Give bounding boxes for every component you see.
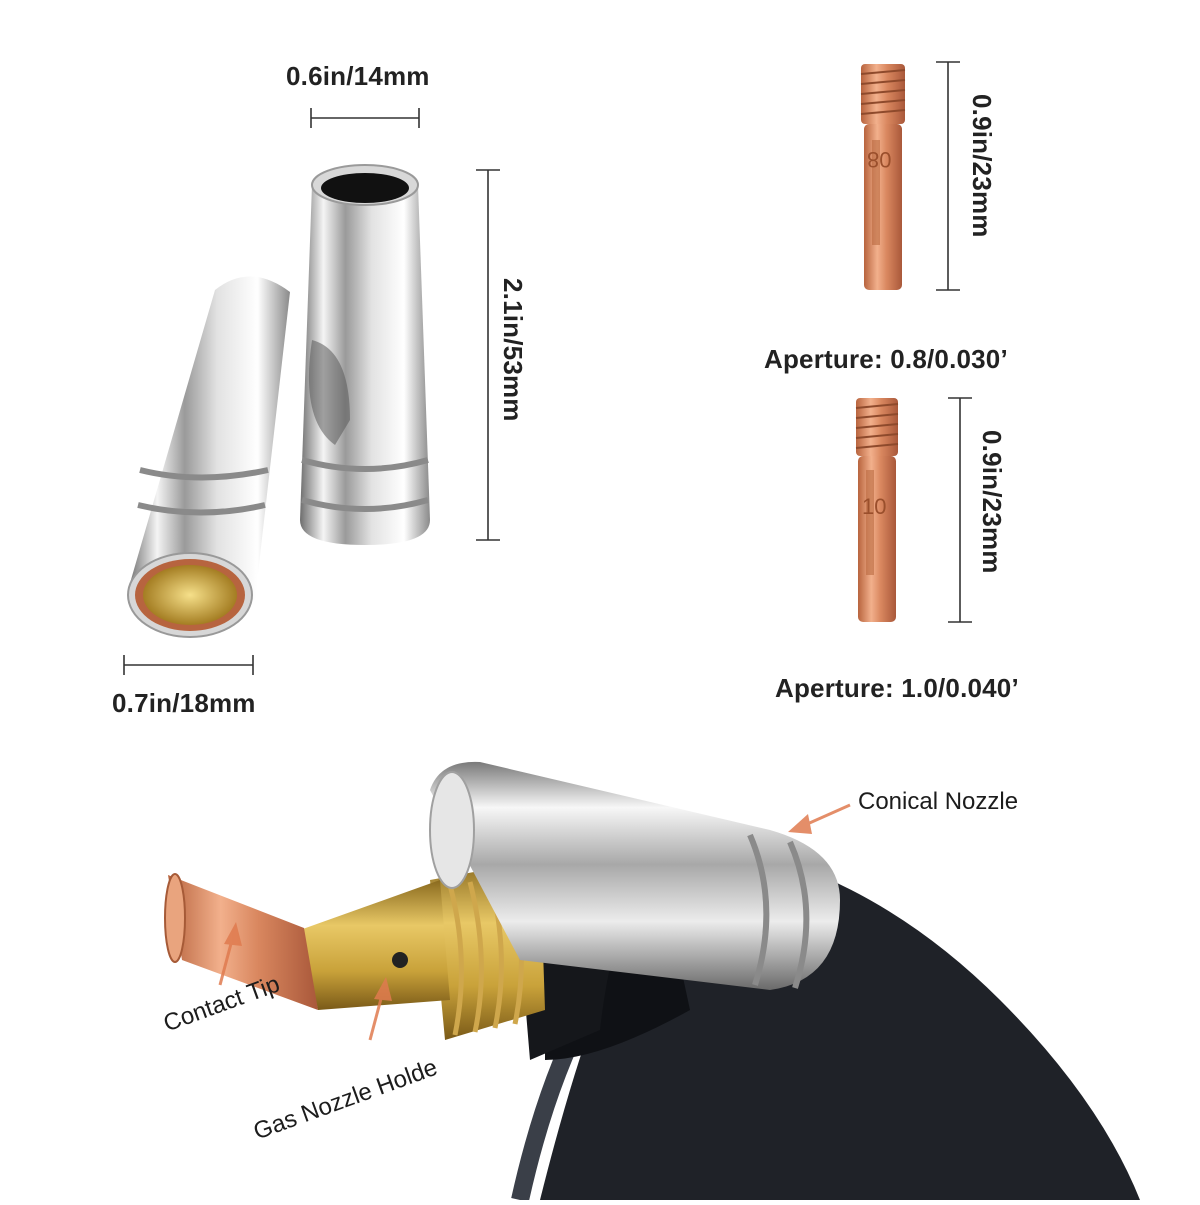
conical-nozzle-standing <box>300 164 430 545</box>
contact-tip-08 <box>860 64 906 290</box>
tip-length-dimension-2: 0.9in/23mm <box>977 430 1007 574</box>
aperture-label-08: Aperture: 0.8/0.030’ <box>764 344 1008 374</box>
nozzle-length-dimension: 2.1in/53mm <box>498 278 528 422</box>
tip-stamp-10: 10 <box>862 494 887 519</box>
nozzle-mouth-dimension: 0.6in/14mm <box>286 61 430 91</box>
conical-nozzle-tilted <box>127 276 290 638</box>
mig-torch-assembly <box>164 761 1140 1202</box>
aperture-label-10: Aperture: 1.0/0.040’ <box>775 673 1019 703</box>
conical-nozzle-label: Conical Nozzle <box>858 788 1019 815</box>
contact-tip-10 <box>855 398 899 622</box>
callout-arrows <box>218 803 851 1041</box>
dimension-lines <box>123 61 972 675</box>
tip-stamp-08: 08 <box>867 147 892 172</box>
nozzle-base-dimension: 0.7in/18mm <box>112 688 256 718</box>
tip-length-dimension-1: 0.9in/23mm <box>967 94 997 238</box>
